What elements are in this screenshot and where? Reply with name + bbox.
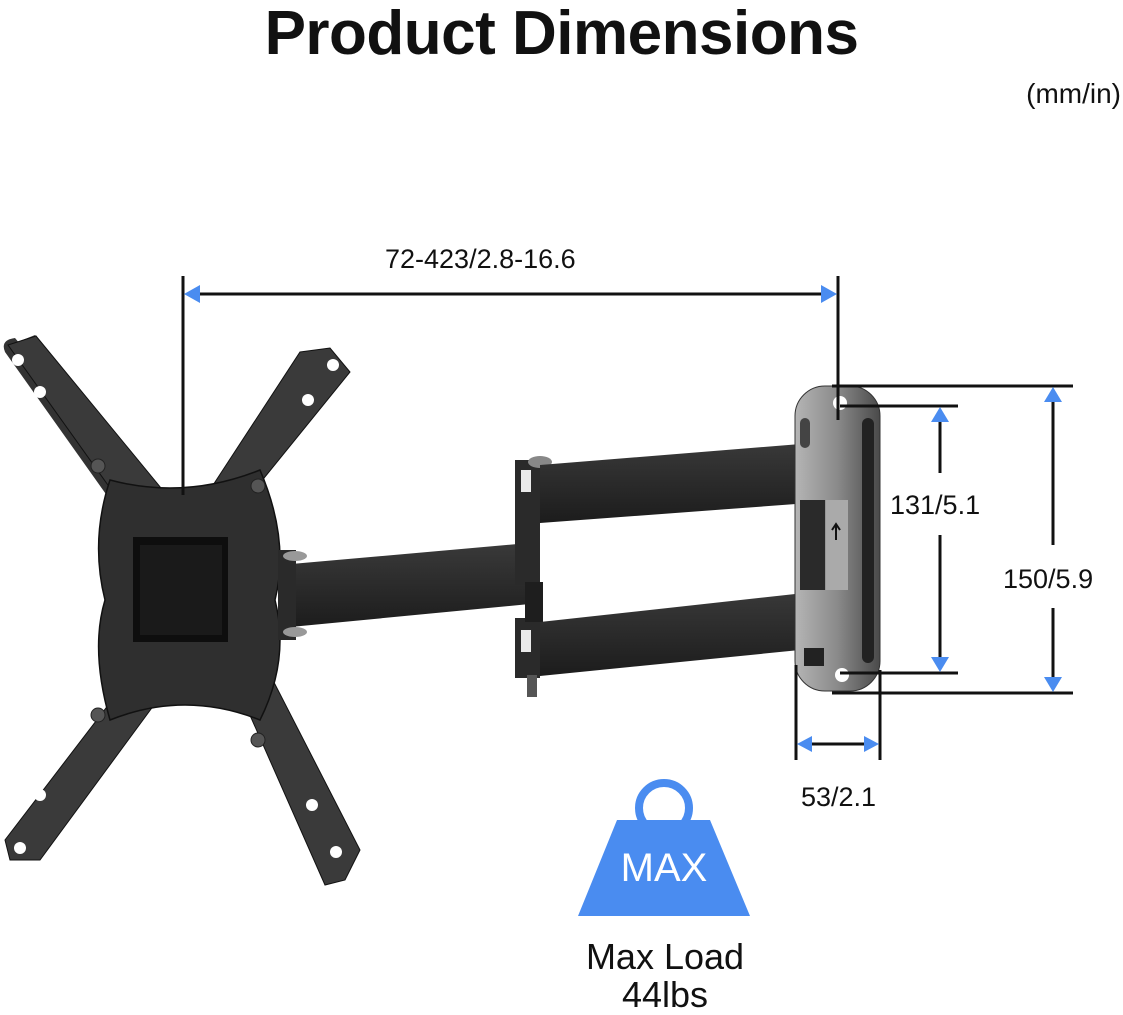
arrow-right-icon	[821, 285, 837, 303]
arrow-down-icon	[931, 657, 949, 672]
dimension-lines	[181, 276, 1073, 760]
max-badge-text: MAX	[620, 846, 708, 890]
arrow-down-icon	[1044, 677, 1062, 692]
articulating-arm	[278, 440, 850, 697]
units-label: (mm/in)	[1026, 78, 1121, 109]
hole-spacing-dimension-label: 131/5.1	[890, 490, 981, 520]
extension-dimension-label: 72-423/2.8-16.6	[385, 244, 576, 274]
vesa-bracket	[3, 335, 361, 886]
arrow-left-icon	[184, 285, 200, 303]
arrow-up-icon	[1044, 387, 1062, 402]
plate-height-dimension-label: 150/5.9	[1003, 564, 1094, 594]
wall-plate	[794, 385, 881, 692]
arrow-right-icon	[864, 736, 879, 752]
max-load-label: Max Load	[585, 936, 745, 977]
dimension-arrowheads	[184, 285, 1062, 752]
arrow-up-icon	[931, 407, 949, 422]
plate-width-dimension-label: 53/2.1	[801, 782, 877, 812]
max-load-value: 44lbs	[621, 974, 709, 1015]
arrow-left-icon	[797, 736, 812, 752]
page-title: Product Dimensions	[264, 0, 859, 68]
weight-icon	[578, 779, 750, 916]
